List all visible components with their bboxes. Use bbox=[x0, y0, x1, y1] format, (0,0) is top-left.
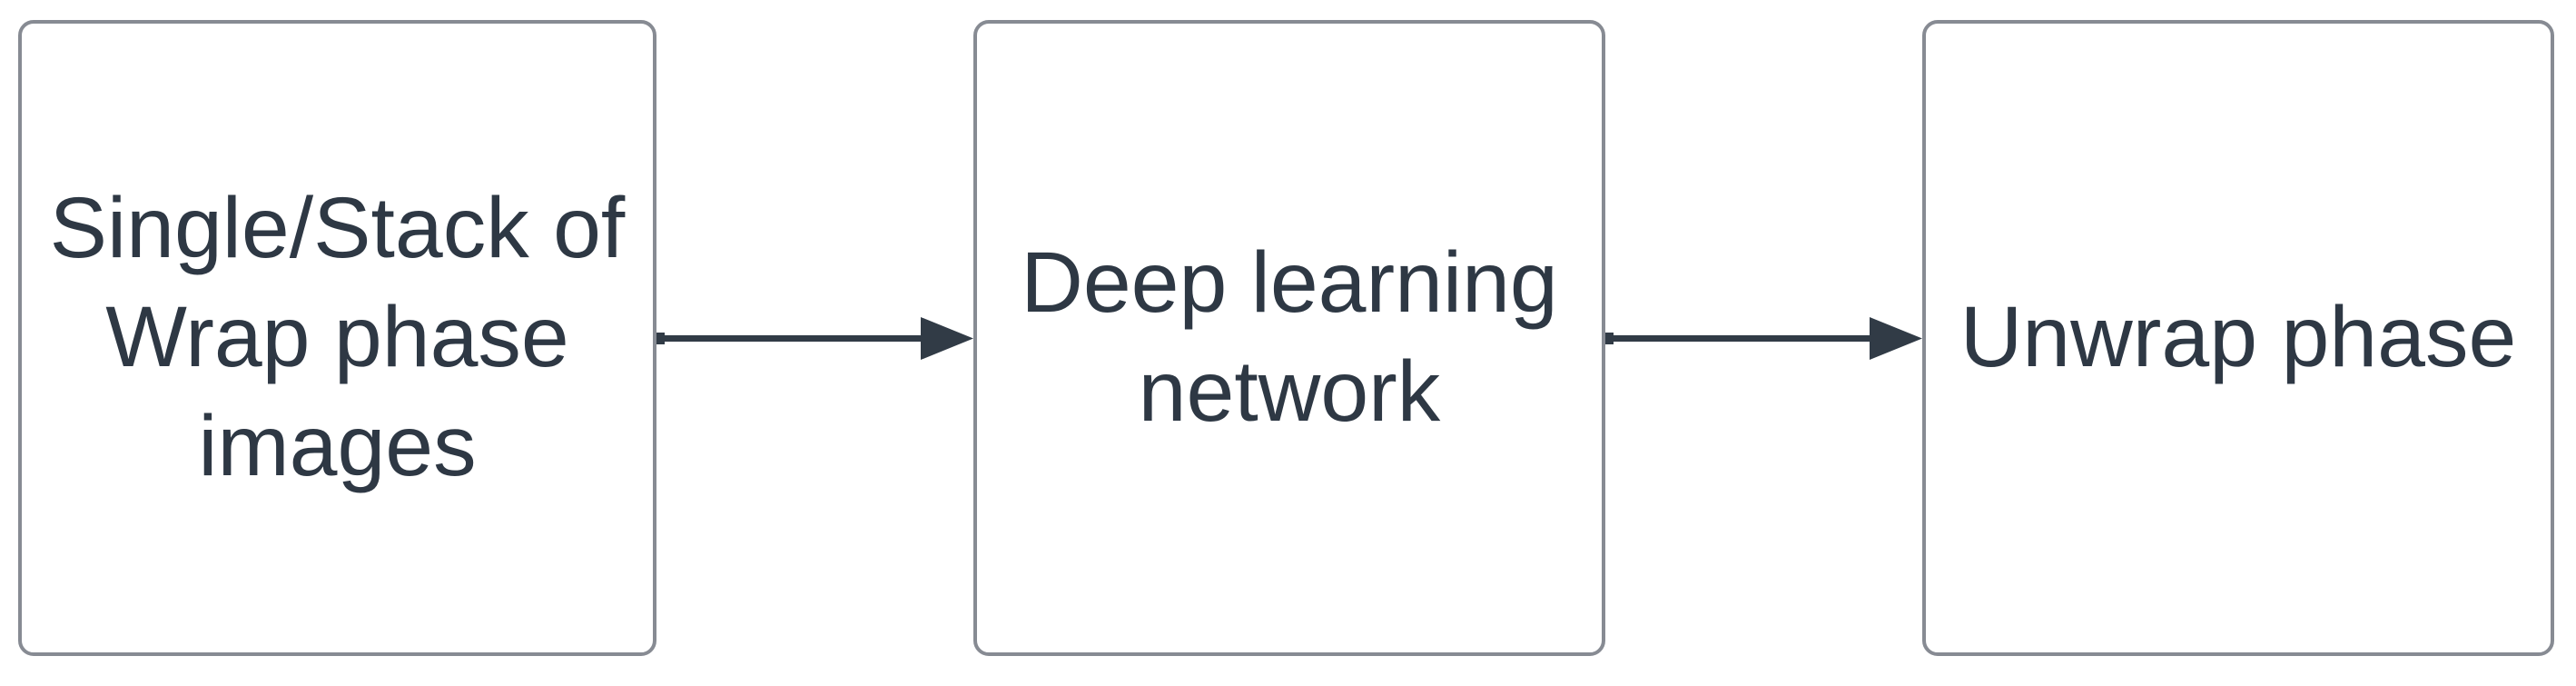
arrow-input-to-network-icon bbox=[653, 317, 973, 360]
node-unwrap-phase: Unwrap phase bbox=[1922, 20, 2554, 656]
arrow-network-to-output-icon bbox=[1602, 317, 1922, 360]
node-wrap-phase-images: Single/Stack of Wrap phase images bbox=[18, 20, 656, 656]
node-deep-learning-network: Deep learning network bbox=[973, 20, 1605, 656]
node-wrap-phase-images-label: Single/Stack of Wrap phase images bbox=[49, 180, 626, 494]
node-unwrap-phase-label: Unwrap phase bbox=[1959, 289, 2517, 386]
node-deep-learning-network-label: Deep learning network bbox=[1021, 234, 1558, 440]
